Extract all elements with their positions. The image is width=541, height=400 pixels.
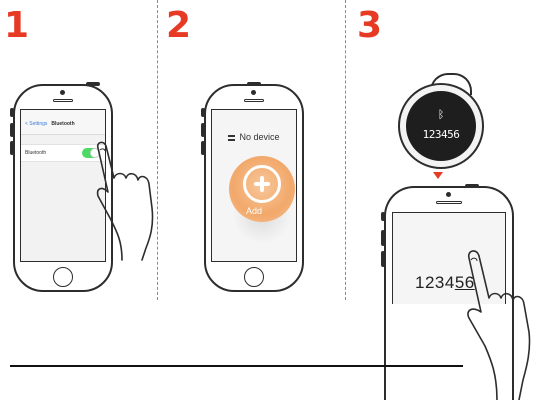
device-status-text: No device xyxy=(239,132,279,142)
phone-2-camera xyxy=(251,90,256,95)
code-entered: 1234 xyxy=(415,273,455,292)
bottom-rule xyxy=(10,365,463,367)
phone-3-speaker xyxy=(436,201,462,204)
add-icon xyxy=(243,165,281,203)
add-label: Add xyxy=(212,206,296,216)
phone-1-camera xyxy=(60,90,65,95)
step-number-3: 3 xyxy=(357,6,382,46)
phone-2-home-button xyxy=(244,267,264,287)
bluetooth-label: Bluetooth xyxy=(25,150,46,156)
step-divider-2 xyxy=(345,0,346,300)
device-status-row: No device xyxy=(212,132,296,142)
step-number-1: 1 xyxy=(4,6,29,46)
tracker-pairing-code: 123456 xyxy=(406,128,476,141)
nav-title: Bluetooth xyxy=(21,121,105,127)
hand-icon-typing xyxy=(455,246,541,400)
list-icon xyxy=(228,135,235,141)
phone-2-screen: No device Add xyxy=(211,109,297,262)
bluetooth-icon: ᛒ xyxy=(406,109,476,121)
settings-nav-bar: < Settings Bluetooth xyxy=(21,110,105,135)
phone-1-speaker xyxy=(53,99,73,102)
phone-1-home-button xyxy=(53,267,73,287)
phone-2-speaker xyxy=(244,99,264,102)
hand-icon xyxy=(92,138,158,260)
tracker-display: ᛒ 123456 xyxy=(406,91,476,161)
step-number-2: 2 xyxy=(166,6,191,46)
down-arrow-icon xyxy=(433,172,443,179)
phone-3-camera xyxy=(446,192,451,197)
